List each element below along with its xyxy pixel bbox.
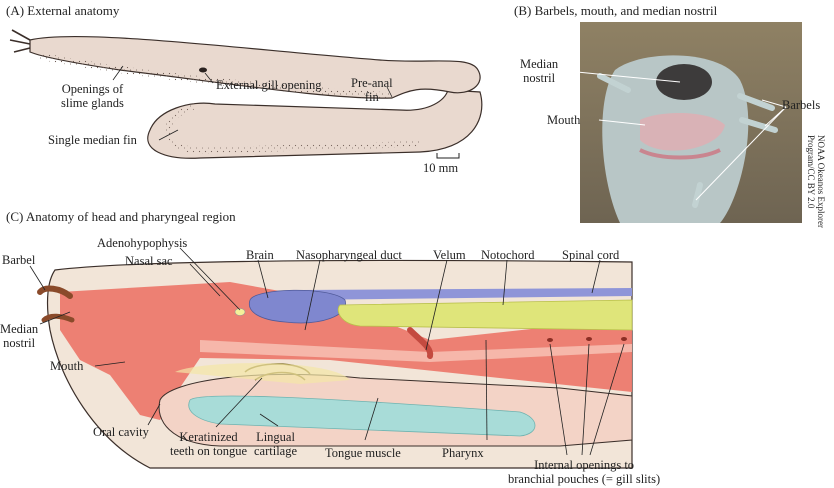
label-c-median-nostril: Median nostril <box>0 322 39 350</box>
hagfish-head-photo <box>576 22 802 223</box>
panel-c-title: (C) Anatomy of head and pharyngeal regio… <box>6 209 236 224</box>
label-external-gill-opening: External gill opening <box>216 78 322 92</box>
label-slime-glands: Openings of slime glands <box>61 82 124 110</box>
label-spinal-cord: Spinal cord <box>562 248 620 262</box>
label-c-mouth: Mouth <box>50 359 84 373</box>
label-pre-anal-fin: Pre-anal fin <box>351 76 393 104</box>
panel-a-title: (A) External anatomy <box>6 3 120 18</box>
label-single-median-fin: Single median fin <box>48 133 137 147</box>
label-oral-cavity: Oral cavity <box>93 425 149 439</box>
label-brain: Brain <box>246 248 274 262</box>
label-b-median-nostril: Median nostril <box>520 57 559 85</box>
label-barbel: Barbel <box>2 253 36 267</box>
label-tongue-muscle: Tongue muscle <box>325 446 401 460</box>
label-notochord: Notochord <box>481 248 535 262</box>
photo-credit: NOAA Okeanos Explorer Program/CC BY 2.0 <box>806 135 826 228</box>
head-section-diagram <box>29 247 633 469</box>
label-nasopharyngeal-duct: Nasopharyngeal duct <box>296 248 402 262</box>
label-pharynx: Pharynx <box>442 446 484 460</box>
label-lingual-cartilage: Lingual cartilage <box>254 430 298 458</box>
panel-b-title: (B) Barbels, mouth, and median nostril <box>514 3 718 18</box>
label-internal-openings: Internal openings to branchial pouches (… <box>508 458 661 486</box>
hagfish-external-body <box>9 29 483 159</box>
label-velum: Velum <box>433 248 466 262</box>
label-adenohypophysis: Adenohypophysis <box>97 236 188 250</box>
label-b-barbels: Barbels <box>782 98 821 112</box>
label-scale-bar: 10 mm <box>423 161 459 175</box>
label-nasal-sac: Nasal sac <box>125 254 173 268</box>
label-b-mouth: Mouth <box>547 113 581 127</box>
label-keratinized-teeth: Keratinized teeth on tongue <box>170 430 248 458</box>
